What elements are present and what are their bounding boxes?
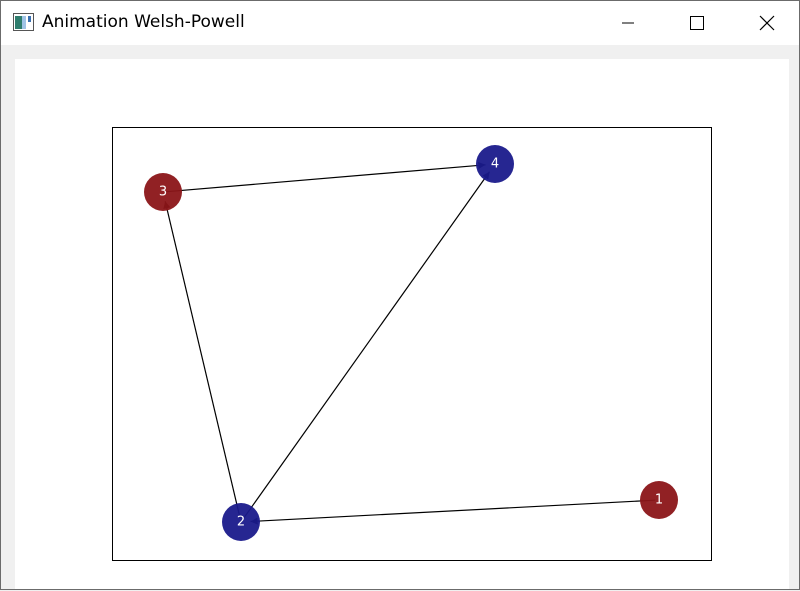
node-label: 4 (491, 157, 499, 172)
title-bar[interactable]: Animation Welsh-Powell (1, 1, 799, 45)
maximize-icon (690, 16, 704, 30)
edge-2-4 (242, 171, 490, 520)
app-window-icon (13, 13, 34, 31)
node-3: 3 (144, 173, 182, 211)
node-label: 2 (237, 515, 245, 530)
node-1: 1 (640, 481, 678, 519)
close-icon (759, 15, 775, 31)
edge-3-4 (166, 161, 486, 193)
minimize-button[interactable] (605, 1, 651, 45)
edge-2-3 (163, 201, 241, 519)
node-4: 4 (476, 145, 514, 183)
node-circle (476, 145, 514, 183)
node-2: 2 (222, 503, 260, 541)
edge-1-2 (250, 499, 656, 525)
window-title: Animation Welsh-Powell (42, 12, 245, 32)
node-circle (640, 481, 678, 519)
minimize-icon (622, 22, 634, 24)
maximize-button[interactable] (674, 1, 720, 45)
node-label: 3 (159, 185, 167, 200)
close-button[interactable] (744, 1, 790, 45)
edges-layer (163, 161, 656, 525)
node-circle (222, 503, 260, 541)
node-label: 1 (655, 493, 663, 508)
plot-frame (112, 127, 712, 561)
node-circle (144, 173, 182, 211)
nodes-layer: 1 2 3 4 (144, 145, 678, 541)
